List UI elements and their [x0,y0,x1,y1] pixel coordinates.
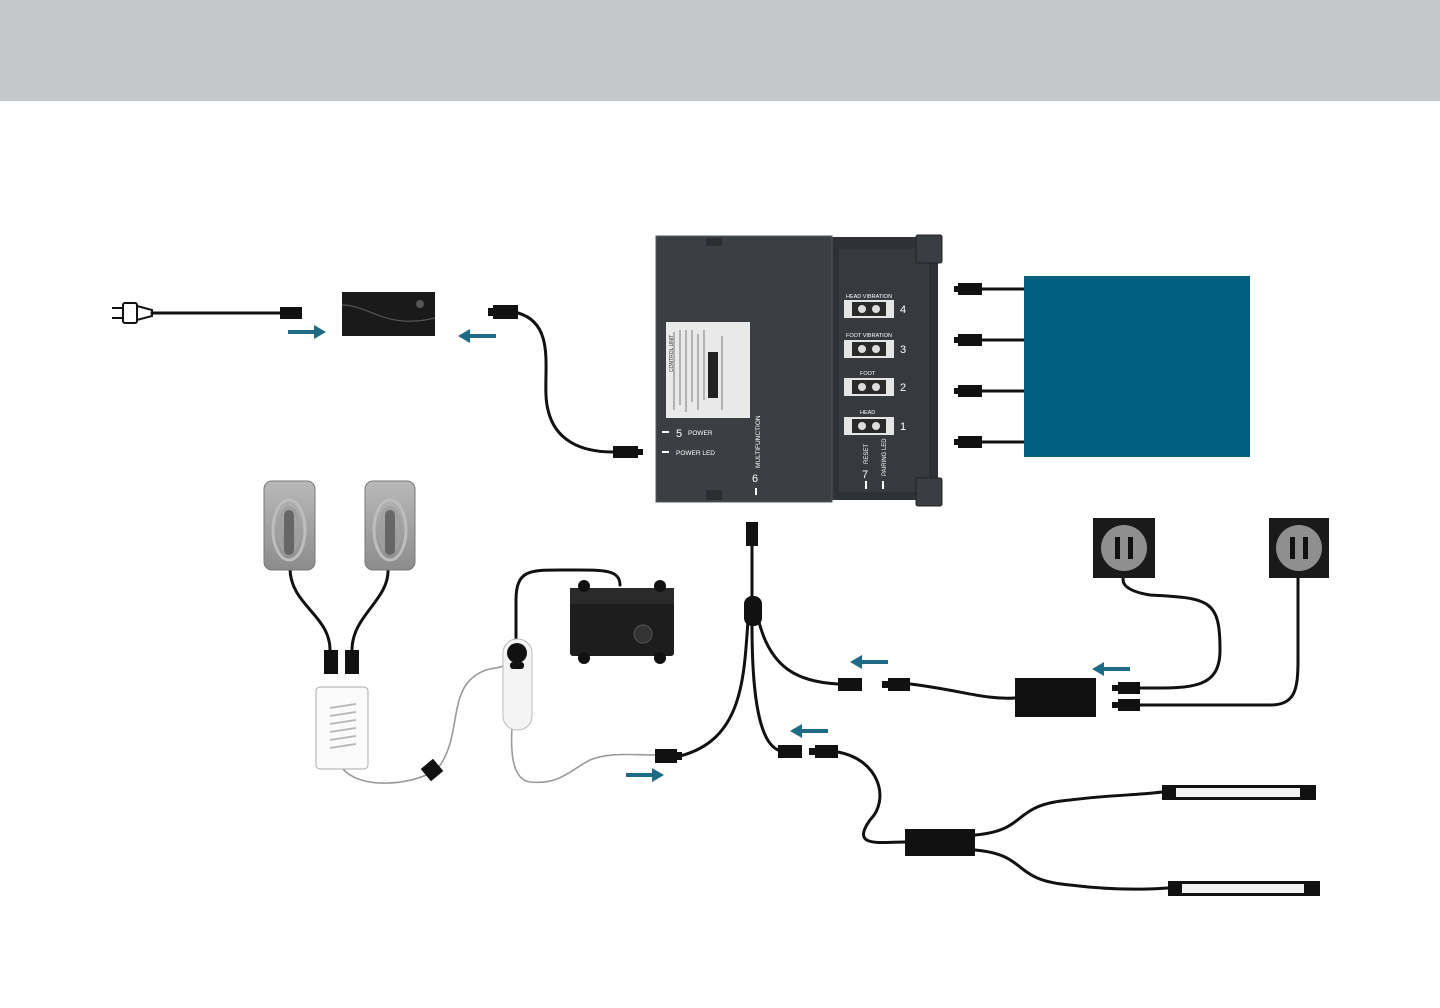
power-supply-output-plug [488,305,518,319]
outlet-branch-connectors [838,678,910,691]
handset-inline-connector [421,759,444,782]
port-head-vibration-label: HEAD VIBRATION [846,294,892,300]
port-power-label: POWER [688,430,713,437]
port-foot-label: FOOT [860,371,876,377]
port-foot-number: 2 [900,382,906,394]
arrow-left-icon [458,329,496,343]
port-multifunction-number: 6 [752,473,758,485]
inline-connector [280,307,302,319]
port-foot-vibration-number: 3 [900,344,906,356]
wall-plug [112,303,152,323]
reset-label: RESET [864,444,870,464]
reset-number: 7 [862,469,868,481]
light-bar-top [1162,785,1316,800]
port-multifunction-label: MULTIFUNCTION [755,415,762,468]
light-splitter [905,829,975,856]
port-head-number: 1 [900,421,906,433]
receiver-box [570,580,674,664]
vibration-pad-connectors [324,650,359,674]
arrow-left-icon [1092,662,1130,676]
arrow-right-icon [288,325,326,339]
handset-branch [680,620,748,756]
port-head-vibration-number: 4 [900,304,906,316]
pairing-led-label: PAIRING LED [882,438,888,476]
port-power-led-label: POWER LED [676,450,715,457]
light-branch [752,625,778,750]
port-head-label: HEAD [860,410,875,416]
remote-handset [503,639,532,730]
cable-splitter [744,596,762,626]
control-unit: CONTROL UNIT 5 POWER POWER LED MULTIFUNC… [656,235,942,506]
multifunction-connector [746,522,758,546]
arrow-left-icon [850,655,888,669]
light-branch-connectors [778,745,838,758]
power-plug-connector [613,446,643,458]
vibration-pad-left [264,481,315,570]
light-bar-bottom [1168,881,1320,896]
wall-outlet-right [1269,518,1329,578]
handset-connector [655,749,682,763]
arrow-right-icon [626,768,664,782]
motor-output-connectors [954,283,982,448]
outlet-hub [1015,678,1096,717]
barcode [708,352,718,398]
arrow-left-icon [790,724,828,738]
product-label-title: CONTROL UNIT [669,335,675,372]
wall-outlet-left [1093,518,1155,578]
motor-panel [1024,276,1250,457]
power-cable [518,313,613,452]
port-power-number: 5 [676,428,682,440]
handset-cables [342,665,655,783]
outlet-hub-plugs [1112,682,1140,711]
power-supply [342,292,435,336]
vibration-controller [316,687,368,769]
port-foot-vibration-label: FOOT VIBRATION [846,333,892,339]
outlet-branch [758,618,838,684]
vibration-pad-right [365,481,415,570]
